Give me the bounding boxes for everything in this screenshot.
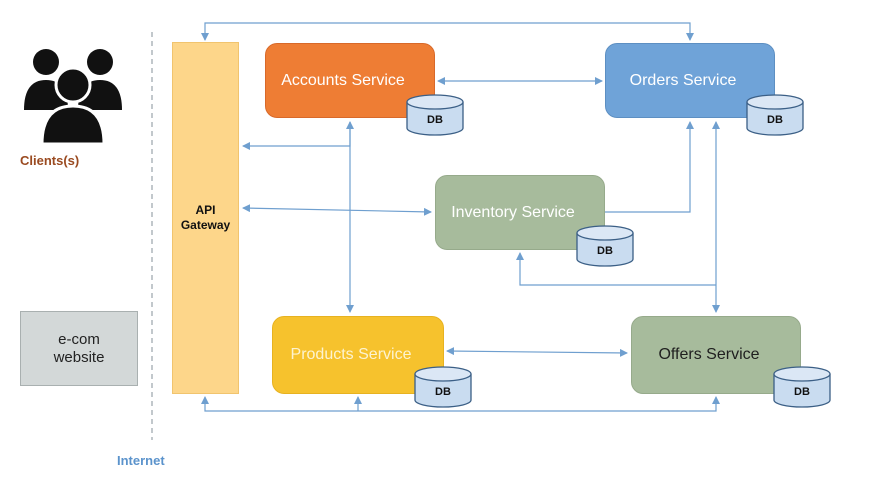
accounts-service[interactable]: Accounts Service xyxy=(265,43,435,118)
internet-label: Internet xyxy=(117,453,165,468)
ecom-website-label: e-com website xyxy=(53,330,105,366)
orders-service-label: Orders Service xyxy=(629,71,737,89)
bottom-connector xyxy=(201,396,720,412)
connector-products-offers xyxy=(446,347,628,357)
offers-db-label: DB xyxy=(794,386,810,398)
products-service-label: Products Service xyxy=(290,346,412,363)
ecom-website-box[interactable]: e-com website xyxy=(20,311,138,386)
products-db-label: DB xyxy=(435,386,451,398)
connector-gateway-inventory xyxy=(242,204,432,216)
accounts-service-label: Accounts Service xyxy=(281,71,405,89)
users-icon xyxy=(24,49,122,144)
orders-db-label: DB xyxy=(767,114,783,126)
products-db-icon: DB xyxy=(414,366,472,408)
connector-accounts-gateway xyxy=(242,122,351,150)
api-gateway[interactable]: API Gateway xyxy=(172,42,239,394)
inventory-db-label: DB xyxy=(597,245,613,257)
inventory-db-icon: DB xyxy=(576,225,634,267)
clients-label: Clients(s) xyxy=(20,153,80,168)
orders-db-icon: DB xyxy=(746,94,804,136)
connector-inventory-offers xyxy=(516,252,716,286)
accounts-db-label: DB xyxy=(427,114,443,126)
api-gateway-label: API Gateway xyxy=(180,203,231,232)
connector-inventory-orders xyxy=(605,121,694,213)
top-connector-gateway-orders xyxy=(201,22,694,41)
offers-service[interactable]: Offers Service xyxy=(631,316,801,394)
inventory-service-label: Inventory Service xyxy=(451,203,575,221)
accounts-db-icon: DB xyxy=(406,94,464,136)
offers-service-label: Offers Service xyxy=(658,346,760,363)
offers-db-icon: DB xyxy=(773,366,831,408)
